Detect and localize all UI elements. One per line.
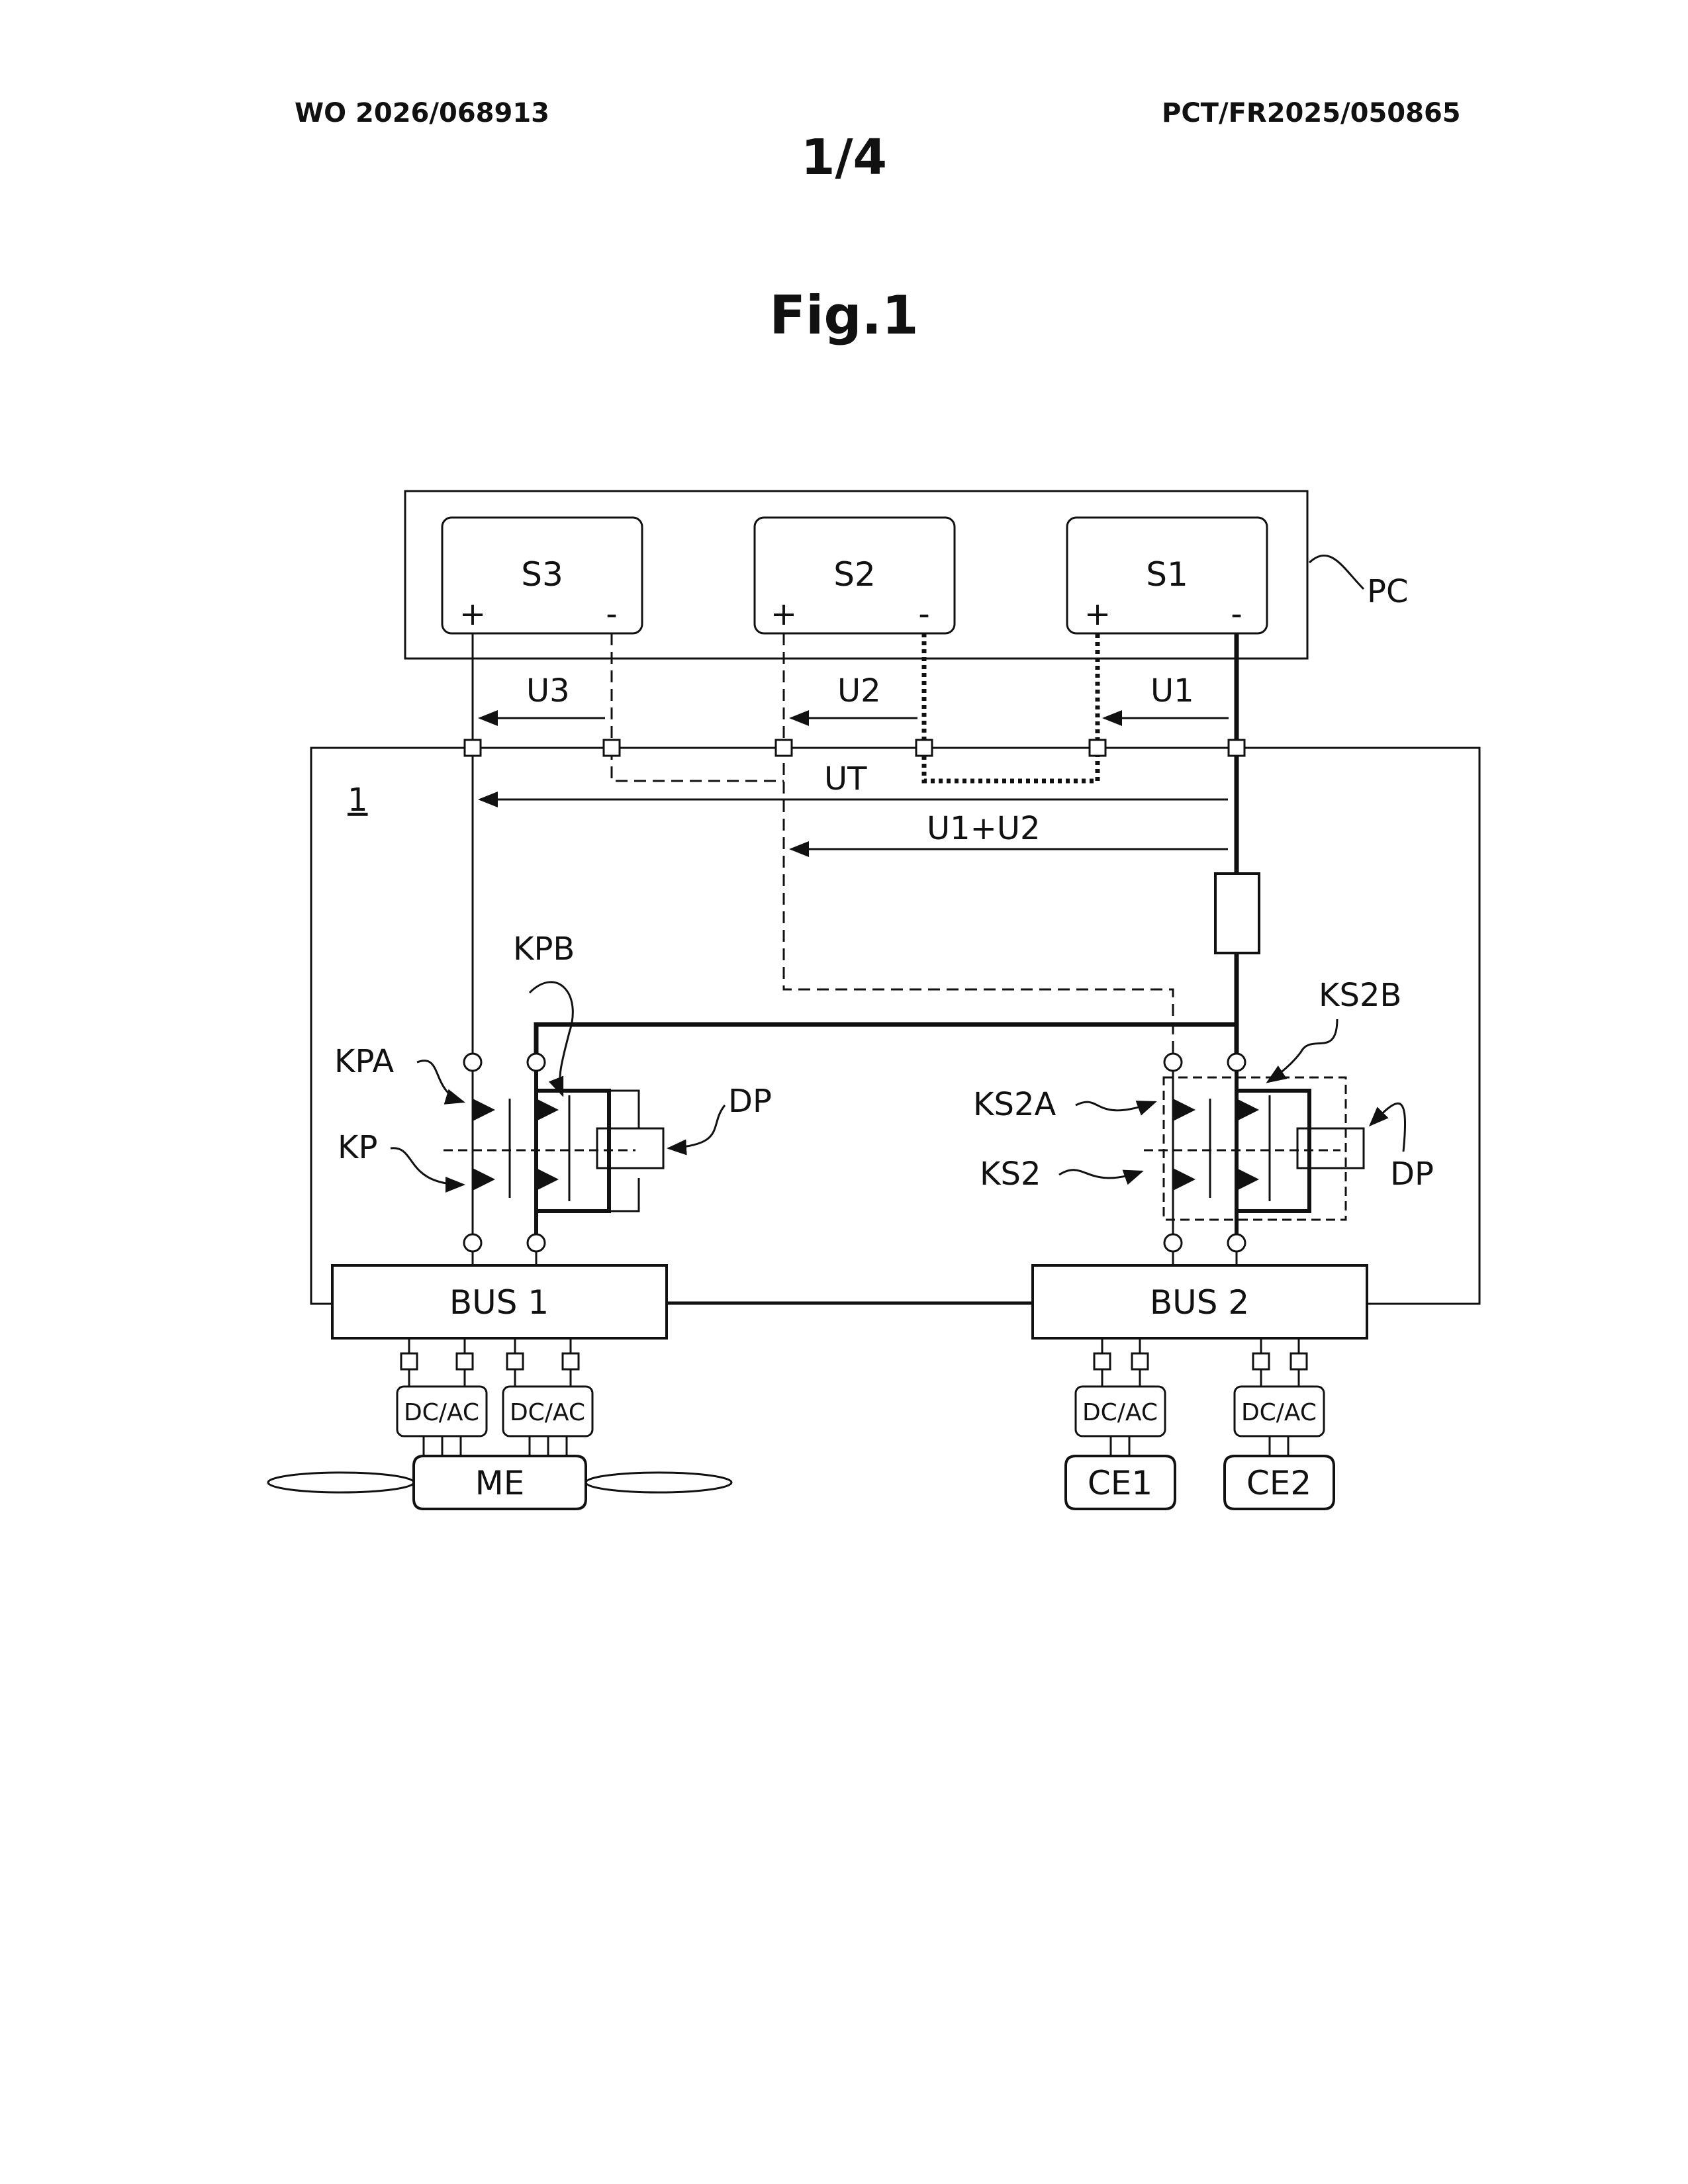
propeller-right bbox=[586, 1473, 731, 1492]
converter-3-label: DC/AC bbox=[1082, 1399, 1158, 1426]
load-ce1-label: CE1 bbox=[1088, 1464, 1152, 1502]
bus-2-label: BUS 2 bbox=[1150, 1283, 1249, 1322]
diode-ks2-4 bbox=[1237, 1168, 1259, 1191]
diode-ks2-3 bbox=[1237, 1099, 1259, 1121]
diode-kp-3 bbox=[536, 1099, 559, 1121]
label-u1: U1 bbox=[1150, 672, 1194, 709]
svg-text:+: + bbox=[1084, 596, 1111, 633]
label-ks2a: KS2A bbox=[973, 1086, 1056, 1123]
label-kp: KP bbox=[338, 1129, 377, 1166]
source-s2: S2 + - bbox=[755, 518, 955, 633]
label-ks2b: KS2B bbox=[1319, 977, 1401, 1014]
diode-kp-4 bbox=[536, 1168, 559, 1191]
bus-1-label: BUS 1 bbox=[449, 1283, 549, 1322]
svg-text:S2: S2 bbox=[833, 555, 876, 594]
resistor bbox=[1215, 874, 1259, 953]
ks2b-leader bbox=[1268, 1019, 1337, 1082]
wire-s3-s2-link bbox=[612, 748, 784, 781]
pack-label: PC bbox=[1367, 573, 1408, 610]
load-ce2-label: CE2 bbox=[1246, 1464, 1311, 1502]
system-label: 1 bbox=[348, 782, 368, 819]
label-kpb: KPB bbox=[513, 931, 575, 968]
source-s3: S3 + - bbox=[442, 518, 642, 633]
wire-common-link bbox=[536, 1024, 1237, 1062]
svg-text:-: - bbox=[1231, 596, 1242, 633]
label-ut: UT bbox=[824, 760, 867, 797]
svg-text:-: - bbox=[606, 596, 617, 633]
label-ks2: KS2 bbox=[980, 1156, 1041, 1193]
motor-label: ME bbox=[475, 1464, 525, 1502]
dp-right-leader bbox=[1370, 1103, 1405, 1152]
label-kpa: KPA bbox=[334, 1043, 394, 1080]
converter-1-label: DC/AC bbox=[404, 1399, 479, 1426]
svg-text:+: + bbox=[771, 596, 797, 633]
diode-ks2-2 bbox=[1173, 1168, 1196, 1191]
diode-kp-1 bbox=[473, 1099, 495, 1121]
diode-kp-2 bbox=[473, 1168, 495, 1191]
svg-text:+: + bbox=[459, 596, 486, 633]
converters-left bbox=[397, 1338, 592, 1456]
wire-s2-s1-link bbox=[924, 633, 1098, 781]
converter-2-label: DC/AC bbox=[510, 1399, 585, 1426]
diode-ks2-1 bbox=[1173, 1099, 1196, 1121]
converter-4-label: DC/AC bbox=[1241, 1399, 1317, 1426]
label-u3: U3 bbox=[526, 672, 570, 709]
pc-leader bbox=[1309, 555, 1364, 589]
contactor-ks2 bbox=[1144, 1054, 1364, 1251]
label-dp-left: DP bbox=[728, 1083, 772, 1120]
label-u1u2: U1+U2 bbox=[927, 810, 1041, 847]
kp-leader bbox=[391, 1148, 463, 1185]
ks2a-leader bbox=[1076, 1102, 1155, 1111]
dp-left-leader bbox=[669, 1105, 725, 1148]
svg-text:S3: S3 bbox=[521, 555, 563, 594]
label-dp-right: DP bbox=[1390, 1156, 1434, 1193]
contactor-kp bbox=[444, 1054, 663, 1251]
source-s1: S1 + - bbox=[1067, 518, 1267, 633]
svg-text:-: - bbox=[918, 596, 929, 633]
kpa-leader bbox=[417, 1061, 463, 1102]
propeller-left bbox=[268, 1473, 414, 1492]
converters-right bbox=[1076, 1338, 1324, 1456]
ks2-leader bbox=[1059, 1170, 1142, 1178]
svg-text:S1: S1 bbox=[1146, 555, 1188, 594]
label-u2: U2 bbox=[837, 672, 881, 709]
